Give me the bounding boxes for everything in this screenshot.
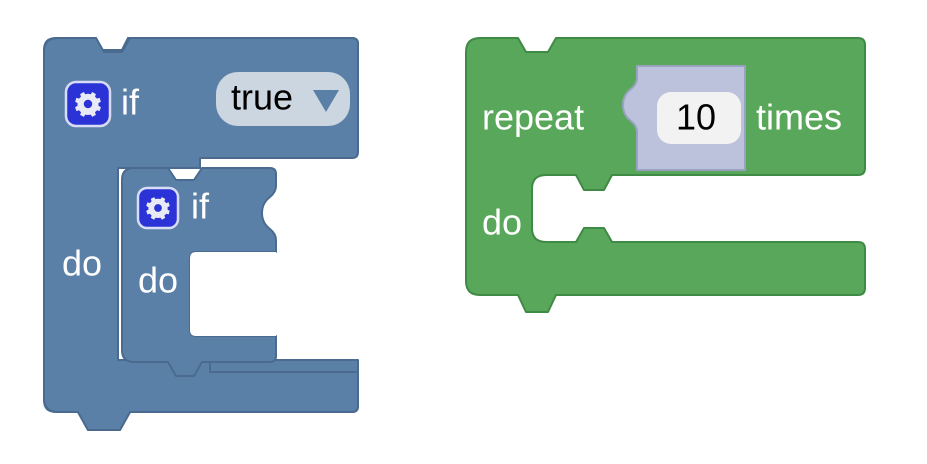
statement-socket-inner-if[interactable] [190, 252, 276, 336]
block-repeat-outline[interactable] [465, 37, 866, 313]
block-controls-if-outer[interactable]: if do [43, 37, 359, 431]
chevron-down-icon[interactable] [313, 90, 339, 112]
boolean-dropdown-field[interactable]: true [216, 72, 350, 126]
block-math-number[interactable]: 10 [622, 65, 746, 171]
block-label-do-outer: do [62, 243, 102, 284]
number-input-value: 10 [676, 97, 716, 138]
block-label-if-outer: if [121, 82, 140, 123]
dropdown-value: true [231, 77, 293, 118]
block-label-if-inner: if [191, 186, 210, 227]
block-label-do-inner: do [138, 260, 178, 301]
block-controls-if-inner[interactable]: if do [121, 167, 277, 377]
gear-icon[interactable] [64, 80, 112, 128]
block-label-times: times [756, 97, 842, 138]
gear-icon[interactable] [136, 186, 180, 230]
number-input-background[interactable] [657, 92, 741, 144]
dropdown-background[interactable] [216, 72, 350, 126]
block-label-do-repeat: do [482, 202, 522, 243]
block-outer-if-outline[interactable] [43, 37, 359, 431]
block-label-repeat: repeat [482, 97, 584, 138]
block-controls-repeat[interactable]: repeat times do [465, 37, 866, 313]
